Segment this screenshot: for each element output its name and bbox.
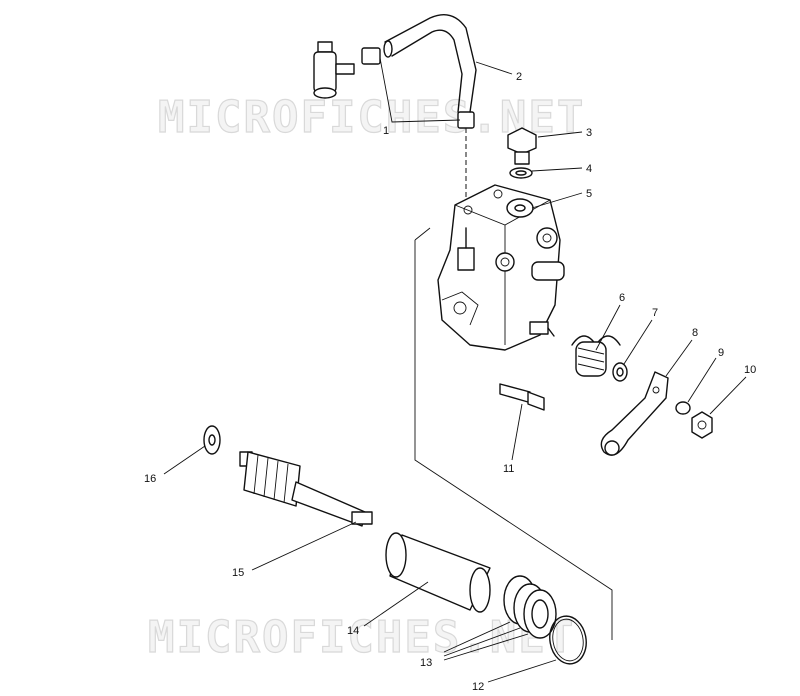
oil-pump-body <box>437 184 565 351</box>
callout-2: 2 <box>516 71 522 83</box>
seal-rings <box>503 575 557 639</box>
mounting-bolt <box>499 383 545 411</box>
callout-16: 16 <box>144 473 156 485</box>
callout-5: 5 <box>586 188 592 200</box>
vent-fitting <box>313 41 355 99</box>
callout-7: 7 <box>652 307 658 319</box>
washer-7 <box>612 362 628 382</box>
assembly-bracket <box>414 227 613 640</box>
callout-14: 14 <box>347 625 359 637</box>
return-spring <box>571 335 621 377</box>
callout-labels: 1 2 3 4 5 6 7 8 9 10 11 12 13 14 15 16 <box>144 71 756 693</box>
callout-4: 4 <box>586 163 592 175</box>
callout-15: 15 <box>232 567 244 579</box>
sealing-washer <box>509 167 533 179</box>
pump-sleeve <box>385 532 491 613</box>
callout-3: 3 <box>586 127 592 139</box>
fuel-hose <box>383 14 477 113</box>
o-ring <box>549 615 587 665</box>
drive-gear-shaft <box>239 451 373 527</box>
callout-6: 6 <box>619 292 625 304</box>
callout-11: 11 <box>503 463 514 475</box>
washer-9 <box>675 401 691 415</box>
callout-9: 9 <box>718 347 724 359</box>
control-lever <box>600 371 669 456</box>
callout-13: 13 <box>420 657 432 669</box>
drive-washer <box>203 425 221 455</box>
hose-clamp-1 <box>361 47 475 129</box>
callout-1: 1 <box>383 125 389 137</box>
watermark-top: MICROFICHES.NET <box>158 92 585 143</box>
callout-12: 12 <box>472 681 484 693</box>
callout-8: 8 <box>692 327 698 339</box>
watermark-bottom: MICROFICHES.NET <box>148 612 575 663</box>
lock-nut <box>691 411 713 439</box>
callout-10: 10 <box>744 364 756 376</box>
leader-lines <box>163 61 747 683</box>
banjo-bolt <box>507 127 537 165</box>
